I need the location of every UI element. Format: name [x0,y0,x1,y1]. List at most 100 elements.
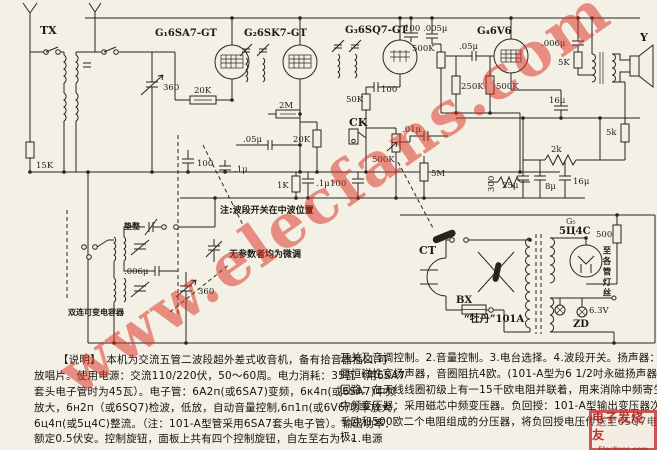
description-line: 6ц4п(或5ц4C)整流。（注：101-A型管采用6SA7套头电子管）。输出功… [34,417,396,430]
description-line: 中频变压器：采用磁芯中频变压器。负回授：101-A型输出变压器次级有5 [340,399,657,412]
fuse-label: BX [456,295,472,306]
description-line: 放大，6н2п（或6SQ7)检波，低放，自动音量控制,6п1п(或6V6)功率放… [34,401,403,414]
cap-005: .005μ [423,18,448,45]
snubber-006-5k: .006μ 5K [541,18,592,76]
label-01u: .01μ [402,125,422,135]
tube-6sk7: G₂6SK7-GT [244,18,318,172]
plug-label: CT [419,244,437,257]
tube-5u4c-rectifier: G₅ 5Ц4C [559,217,603,278]
label-006-a: .006μ [541,39,566,49]
note-band-switch: 注:波段开关在中波位置 [220,204,314,216]
phono-jack-ck: CK [348,116,396,145]
label-360-rf: 360 [163,83,179,93]
oscillator-section: 双连可变电容器 [68,236,150,343]
tube5-label: 5Ц4C [559,226,591,237]
label-20k-a: 20K [194,86,212,96]
radio-schematic: TX 15K 360 G₁6SA7-GT 20K 100 [22,2,656,345]
label-500k-a: 500K [412,44,435,54]
cap-01u: .01μ [398,125,448,143]
speaker-label: Y [639,31,648,44]
description-line: 【说明】 本机为交流五管二波段超外差式收音机，备有拾音器插口,可 [58,354,388,366]
tube4-label: G₄6V6 [477,26,512,37]
resistor-20k-a: 20K [174,52,232,105]
label-5k-a: 5K [558,58,570,68]
jack-label: CK [349,116,368,129]
voltage-selector [477,251,515,293]
watermark-en-text: ElecFans.com [598,444,648,450]
description-line: 千欧和500欧二个电阻组成的分压器，将负回授电压传送至6SQ7电子管阴 [340,415,657,428]
label-100-c: 100 [404,24,420,34]
label-2k: 2k [551,145,562,155]
label-2m: 2M [279,101,293,111]
antenna-section: TX [22,2,175,172]
description-line: 厘恒磁性宽扬声器，音圈阻抗4欧。(101-A型为6 1/2吋永磁扬声器)。天线 [340,367,657,380]
tube-6v6: G₄6V6 [477,18,561,91]
description-right-column: 开关及音调控制。2.音量控制。3.电台选择。4.波段开关。扬声器：125公 厘恒… [340,350,657,445]
tube1-label: G₁6SA7-GT [155,28,218,39]
label-100-a: 100 [197,159,213,169]
label-63v: 6.3V [589,306,610,316]
if-transformer-1 [239,43,270,83]
mains-plug-ct: CT [419,239,449,310]
tube3-label: G₃6SQ7-GT [345,25,408,36]
watermark-cn-text: 电子发烧友 [592,410,645,442]
description-line: 额定0.5伏安。控制旋钮，面板上共有四个控制旋钮，自左至右为：1.电源 [34,433,383,446]
network-2k-caps: 2k 25μ 8μ 16μ [502,118,601,198]
label-250k: 250K [461,82,484,92]
description-left-column: 【说明】 本机为交流五管二波段超外差式收音机，备有拾音器插口,可 放唱片。使用电… [34,352,406,447]
feedback-5k: 5k [600,81,630,161]
resistor-50k: 50K [346,86,374,172]
label-1k: 1K [277,181,289,191]
note-dual-cap: 双连可变电容器 [68,307,125,317]
watermark-corner-box: 电子发烧友 ElecFans.com [589,410,657,450]
tube-6sq7: G₃6SQ7-GT [345,18,418,88]
lamp-label: ZD [573,319,589,330]
gang-dashed-links [66,135,435,315]
resistor-15k: 15K [25,141,54,172]
label-15k: 15K [36,161,54,171]
label-16u-a: 16μ [549,96,566,106]
label-05-a: .05μ [243,135,263,145]
description-line: 回路：在天线线圈初级上有一15千欧电阻并联着，用来消除中频寄生振荡。 [340,383,657,396]
cap-006-b: .006μ [123,261,178,277]
cap-100-a: 100 [182,150,213,172]
resistor-5m: 5M [419,156,445,198]
description-line: 极。 [340,431,362,444]
label-16u-b: 16μ [573,177,590,187]
label-25u: 25μ [502,181,519,191]
label-006-b: .006μ [124,267,149,277]
cap-100-d: 100 [373,82,397,95]
label-100-d: 100 [381,85,397,95]
heater-note-vertical: 至各管灯丝 [601,246,611,299]
description-line: 开关及音调控制。2.音量控制。3.电台选择。4.波段开关。扬声器：125公 [340,352,657,364]
label-8u: 8μ [545,182,556,192]
variable-cap-rf-360: 360 [140,52,179,172]
if-transformer-2 [331,39,362,79]
label-50k: 50K [346,95,364,105]
cap-100-b: 100 [330,172,364,198]
cap-05-b: .05μ [446,42,494,61]
label-1u-a: .1μ [234,165,248,175]
cap-05-a: .05μ [236,135,300,150]
resistor-2m: 2M [268,101,301,119]
label-100-b: 100 [330,179,346,189]
cap-1u-a: .1μ [219,160,248,175]
resistor-20k-b: 20K [293,121,322,172]
junction-dots [28,16,619,345]
resistor-250k: 250K [451,56,484,113]
tube-6sa7: G₁6SA7-GT [155,18,250,100]
description-line: 套头电子管时为45瓦）。电子管：6A2п(或6SA7)变频，6к4п(或6SA7… [34,385,397,398]
label-5k-b: 5k [606,128,617,138]
power-switch [432,229,530,244]
label-300: 300 [487,176,497,192]
description-line: 放唱片。使用电源：交流110/220伏，50～60周。电力消耗：35瓦（用6SA… [34,369,406,382]
label-1u-b: .1μ [316,179,330,189]
resistor-300: 300 [487,175,530,192]
resistor-1k: 1K [277,172,301,198]
tube2-label: G₂6SK7-GT [244,28,307,39]
label-500k-c: 500K [496,82,519,92]
resistor-500k-c: 500K [485,56,519,113]
label-padder: 垫整 [124,221,140,231]
speaker: Y [629,31,654,89]
